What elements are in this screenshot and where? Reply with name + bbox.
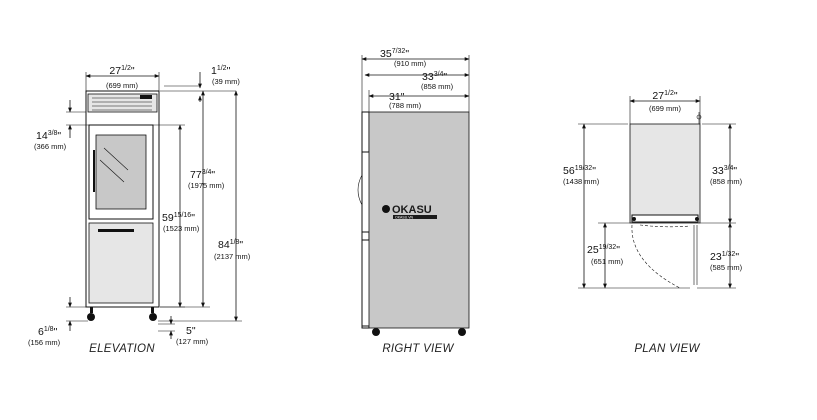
- lower-solid-door: [88, 222, 154, 304]
- leg-height-mm: (156 mm): [28, 338, 61, 347]
- plan-swing-left-mm: (651 mm): [591, 257, 624, 266]
- cabinet-top: [629, 123, 701, 224]
- right-view-caption: RIGHT VIEW: [382, 343, 454, 355]
- cabinet-side: [368, 111, 470, 329]
- elevation-width-mm: (699 mm): [106, 81, 139, 90]
- cabinet-height-label: 773/4": [190, 169, 215, 181]
- overall-height-mm: (2137 mm): [214, 252, 251, 261]
- right-overall-depth-mm: (910 mm): [394, 59, 427, 68]
- castor: [149, 313, 157, 321]
- plan-width-mm: (699 mm): [649, 104, 682, 113]
- plan-depth-label: 333/4": [712, 165, 737, 177]
- right-mid-depth-mm: (858 mm): [421, 82, 454, 91]
- logo-text: OKASU: [392, 204, 432, 216]
- plan-total-depth-label: 5619/32": [563, 165, 596, 177]
- door-section-height-label: 5915/16": [162, 212, 195, 224]
- elevation-width-label: 271/2": [109, 65, 134, 77]
- top-clearance-mm: (39 mm): [212, 77, 240, 86]
- plan-swing-right-mm: (585 mm): [710, 263, 743, 272]
- door-section-height-mm: (1523 mm): [163, 224, 200, 233]
- upper-panel-height-mm: (366 mm): [34, 142, 67, 151]
- door-swing-arc: [631, 224, 681, 289]
- right-view: OKASU OKASU.VN 357/32" (910 mm) 333/4" (…: [357, 48, 470, 355]
- castor: [458, 328, 466, 336]
- right-overall-depth-label: 357/32": [380, 48, 409, 60]
- elevation-caption: ELEVATION: [89, 343, 155, 355]
- right-mid-depth-label: 333/4": [422, 71, 447, 83]
- castor: [87, 313, 95, 321]
- plan-total-depth-mm: (1438 mm): [563, 177, 600, 186]
- okasu-logo: OKASU OKASU.VN: [382, 204, 437, 220]
- plan-view-caption: PLAN VIEW: [634, 343, 700, 355]
- plan-depth-mm: (858 mm): [710, 177, 743, 186]
- plan-view: 271/2" (699 mm) 5619/32" (1438 mm) 2519/…: [563, 90, 743, 355]
- castor: [372, 328, 380, 336]
- upper-panel-height-label: 143/8": [36, 130, 61, 142]
- base-height-label: 5": [186, 325, 196, 337]
- cabinet-height-mm: (1975 mm): [188, 181, 225, 190]
- top-clearance-label: 11/2": [211, 65, 231, 77]
- overall-height-label: 841/8": [218, 239, 243, 251]
- right-body-depth-mm: (788 mm): [389, 101, 422, 110]
- base-height-mm: (127 mm): [176, 337, 209, 346]
- elevation-view: 271/2" (699 mm) 11/2" (39 mm) 143/8" (36…: [28, 65, 251, 355]
- leg-height-label: 61/8": [38, 326, 58, 338]
- right-body-depth-label: 31": [389, 91, 405, 103]
- logo-tagline: OKASU.VN: [395, 216, 414, 220]
- plan-width-label: 271/2": [652, 90, 677, 102]
- plan-swing-left-label: 2519/32": [587, 244, 620, 256]
- plan-swing-right-label: 231/32": [710, 251, 739, 263]
